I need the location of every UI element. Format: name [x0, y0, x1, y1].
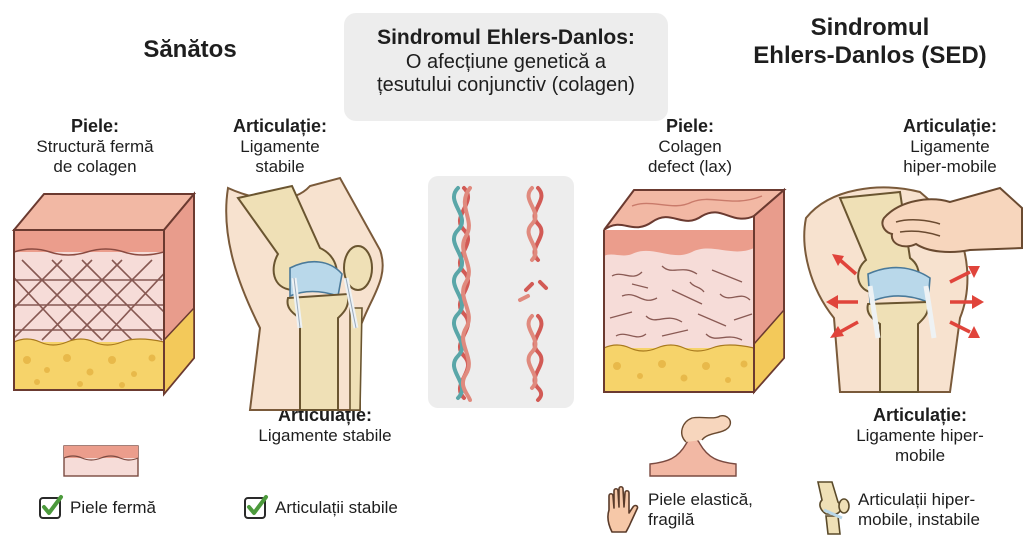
- sed-skin-note: Piele elastică, fragilă: [648, 490, 788, 530]
- healthy-skin-strip-icon: [63, 445, 139, 477]
- check-healthy-joint: Articulații stabile: [275, 498, 398, 517]
- sed-joint-bottom-desc-2: mobile: [894, 446, 946, 466]
- collagen-strands-illustration: [451, 186, 548, 402]
- sed-joint-label-block: Articulație: Ligamente hiper-mobile: [880, 116, 1020, 177]
- sed-joint-note-2: mobile, instabile: [858, 510, 980, 530]
- sed-knee-illustration: [803, 186, 1023, 393]
- sed-joint-desc-1: Ligamente: [910, 137, 990, 157]
- healthy-skin-label: Piele:: [70, 116, 120, 136]
- healthy-joint-label-block: Articulație: Ligamente stabile: [200, 116, 360, 177]
- sed-title: Sindromul Ehlers-Danlos (SED): [720, 14, 1020, 71]
- healthy-knee-illustration: [225, 176, 384, 411]
- knee-icon: [817, 481, 850, 535]
- healthy-skin-label-block: Piele: Structură fermă de colagen: [10, 116, 180, 177]
- sed-skin-desc-2: defect (lax): [647, 157, 733, 177]
- sed-skin-label-block: Piele: Colagen defect (lax): [610, 116, 770, 177]
- sed-skin-desc-1: Colagen: [658, 137, 722, 157]
- sed-joint-bottom-label: Articulație:: [872, 405, 968, 425]
- sed-title-line-1: Sindromul: [810, 14, 930, 41]
- hand-icon: [607, 485, 639, 533]
- healthy-skin-desc-1: Structură fermă: [36, 137, 154, 157]
- sed-joint-note-1: Articulații hiper-: [858, 490, 976, 509]
- pinch-skin-icon: [649, 414, 737, 477]
- sed-skin-note-2: fragilă: [648, 510, 695, 530]
- healthy-skin-block-illustration: [11, 191, 197, 397]
- check-icon: [244, 495, 268, 519]
- collagen-strand-comparison: [428, 176, 574, 408]
- check-healthy-skin: Piele fermă: [70, 498, 156, 517]
- healthy-joint-label: Articulație:: [232, 116, 328, 136]
- center-title: Sindromul Ehlers-Danlos:: [377, 26, 635, 49]
- sed-joint-desc-2: hiper-mobile: [903, 157, 997, 177]
- healthy-joint-desc-1: Ligamente: [240, 137, 320, 157]
- healthy-title: Sănătos: [143, 36, 237, 63]
- sed-joint-bottom-desc-1: Ligamente hiper-: [856, 426, 984, 446]
- sed-skin-note-1: Piele elastică,: [648, 490, 753, 509]
- center-line-2: O afecțiune genetică a: [405, 50, 607, 73]
- healthy-joint-desc-2: stabile: [255, 157, 305, 177]
- center-line-3: țesutului conjunctiv (colagen): [377, 74, 635, 97]
- sed-title-line-2: Ehlers-Danlos (SED): [753, 42, 987, 70]
- healthy-joint-bottom-block: Articulație: Ligamente stabile: [225, 405, 425, 446]
- center-title-block: Sindromul Ehlers-Danlos: O afecțiune gen…: [344, 26, 668, 98]
- sed-skin-label: Piele:: [665, 116, 715, 136]
- healthy-joint-bottom-desc: Ligamente stabile: [258, 426, 392, 446]
- sed-joint-note: Articulații hiper- mobile, instabile: [858, 490, 1018, 530]
- check-icon: [39, 495, 63, 519]
- healthy-skin-desc-2: de colagen: [53, 157, 137, 177]
- sed-joint-bottom-block: Articulație: Ligamente hiper- mobile: [820, 405, 1020, 466]
- sed-joint-label: Articulație:: [902, 116, 998, 136]
- center-title-box: [344, 13, 668, 121]
- sed-skin-block-illustration: [603, 187, 787, 395]
